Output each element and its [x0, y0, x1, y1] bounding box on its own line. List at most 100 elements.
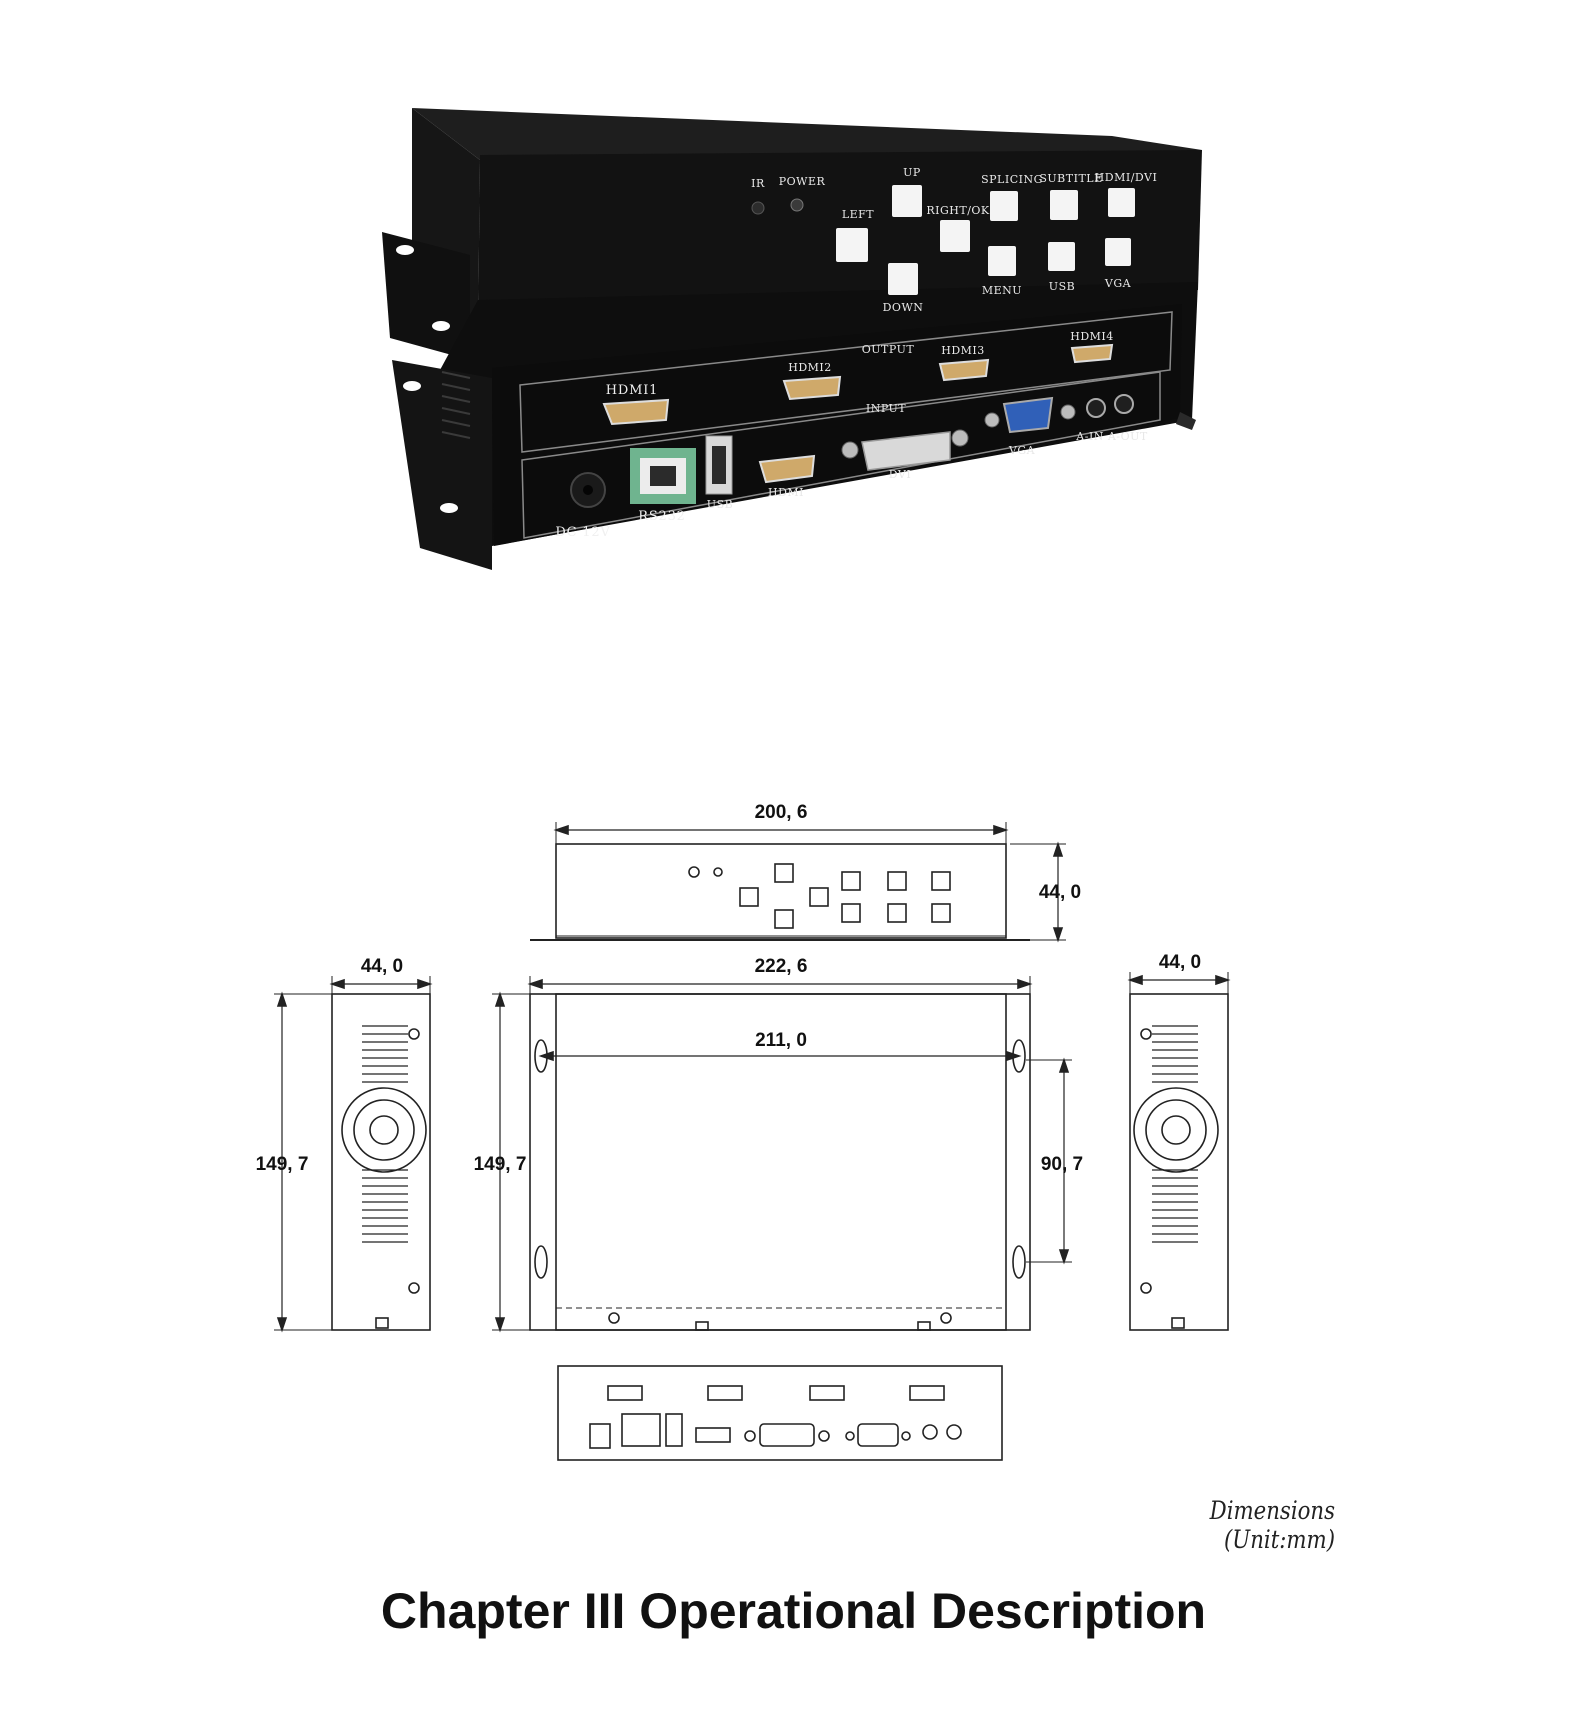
button-hdmi-dvi[interactable]: [1108, 188, 1135, 217]
button-usb[interactable]: [1048, 242, 1075, 271]
dim-front-width: 200, 6: [755, 802, 808, 823]
rear-usb-icon: [665, 1413, 683, 1447]
front-view-button: [887, 871, 907, 891]
front-view-button: [809, 887, 829, 907]
right-fan-icon: [1133, 1087, 1219, 1173]
button-vga-label: VGA: [1104, 277, 1132, 290]
hdmi-output-ports: [602, 343, 1114, 426]
output-frame: [519, 311, 1173, 453]
hdmi3-port-icon: [938, 358, 990, 382]
rear-hdmi-out-icon: [707, 1385, 743, 1401]
rear-audio-icon: [946, 1424, 962, 1440]
button-splicing-label: SPLICING: [981, 173, 1043, 186]
power-led-icon: [790, 198, 804, 212]
button-vga[interactable]: [1105, 238, 1131, 266]
button-right-ok[interactable]: [940, 220, 970, 252]
hdmi-input-label: HDMI: [768, 486, 804, 499]
flange-slot: [440, 503, 458, 513]
front-view-button: [887, 903, 907, 923]
mount-slot-icon: [534, 1245, 548, 1279]
button-up-label: UP: [903, 166, 921, 179]
lower-mount-flange: [392, 360, 492, 570]
button-subtitle-label: SUBTITLE: [1039, 172, 1102, 185]
right-side-vents: [1152, 1025, 1198, 1243]
input-frame: [521, 371, 1161, 539]
input-section-label: INPUT: [866, 402, 906, 415]
front-view-button: [774, 863, 794, 883]
power-label: POWER: [779, 175, 826, 188]
rear-dc-icon: [589, 1423, 611, 1449]
flange-slot: [403, 381, 421, 391]
front-view-button: [931, 903, 951, 923]
device-photo: IR POWER UP LEFT RIGHT/OK DOWN SPLICING …: [382, 108, 1202, 570]
front-view-outline: [555, 843, 1007, 939]
dim-front-height: 44, 0: [1039, 882, 1081, 903]
dc-jack-pin: [583, 485, 593, 495]
right-side-view: [1127, 972, 1231, 1331]
rear-vga-icon: [857, 1423, 899, 1447]
hdmi2-label: HDMI2: [788, 361, 832, 374]
dimension-drawing: [274, 822, 1231, 1461]
dvi-port-icon: [861, 431, 951, 471]
dim-right-side-width: 44, 0: [1159, 952, 1201, 973]
rear-view: [557, 1365, 1003, 1461]
chapter-heading: Chapter III Operational Description: [380, 1583, 1207, 1639]
dim-left-side-width: 44, 0: [361, 956, 403, 977]
hdmi3-label: HDMI3: [941, 344, 985, 357]
rs232-label: RS232: [638, 509, 686, 524]
front-view-button: [841, 871, 861, 891]
rear-hdmi-out-icon: [607, 1385, 643, 1401]
rear-hdmi-out-icon: [909, 1385, 945, 1401]
button-menu-label: MENU: [982, 284, 1022, 297]
top-view-body-outline: [555, 993, 1007, 1331]
dvi-screw-left: [841, 441, 859, 459]
flange-slot: [432, 321, 450, 331]
top-view: [492, 976, 1072, 1333]
button-down[interactable]: [888, 263, 918, 295]
ir-sensor-icon: [751, 201, 765, 215]
button-left-label: LEFT: [842, 208, 874, 221]
dc-12v-label: DC 12V: [555, 525, 610, 540]
hdmi2-port-icon: [782, 375, 842, 401]
vga-port-icon: [1002, 396, 1054, 434]
mount-slot-icon: [1012, 1245, 1026, 1279]
rear-rs232-icon: [621, 1413, 661, 1447]
rear-hdmi-in-icon: [695, 1427, 731, 1443]
button-left[interactable]: [836, 228, 868, 262]
audio-out-jack-icon: [1114, 394, 1134, 414]
hdmi-input-port-icon: [758, 454, 816, 484]
hdmi1-port-icon: [602, 398, 670, 426]
front-view-led-hole: [713, 867, 723, 877]
usb-port-inner: [712, 446, 726, 484]
left-side-vents: [362, 1025, 408, 1243]
usb-input-label: USB: [707, 498, 733, 511]
button-right-ok-label: RIGHT/OK: [926, 204, 990, 217]
rear-view-outline: [557, 1365, 1003, 1461]
audio-in-jack-icon: [1086, 398, 1106, 418]
button-up[interactable]: [892, 185, 922, 217]
rear-audio-icon: [922, 1424, 938, 1440]
button-hdmi-dvi-label: HDMI/DVI: [1095, 171, 1158, 184]
left-side-view: [274, 976, 433, 1333]
hdmi4-port-icon: [1070, 343, 1114, 364]
button-subtitle[interactable]: [1050, 190, 1078, 220]
button-menu[interactable]: [988, 246, 1016, 276]
dvi-screw-right: [951, 429, 969, 447]
dim-left-side-depth: 149, 7: [256, 1154, 309, 1175]
flange-slot: [396, 245, 414, 255]
vga-input-label: VGA: [1008, 444, 1036, 457]
dim-top-mount-spacing: 211, 0: [755, 1030, 807, 1051]
right-side-outline: [1129, 993, 1229, 1331]
audio-label: A-IN A-OUT: [1075, 430, 1148, 443]
button-usb-label: USB: [1049, 280, 1075, 293]
output-section-label: OUTPUT: [862, 343, 915, 356]
hdmi4-label: HDMI4: [1070, 330, 1114, 343]
button-splicing[interactable]: [990, 191, 1018, 221]
front-view-button: [739, 887, 759, 907]
front-view-button: [774, 909, 794, 929]
front-view-button: [931, 871, 951, 891]
dimensions-caption: Dimensions (Unit:mm): [1209, 1496, 1335, 1554]
front-view-ir-hole: [688, 866, 700, 878]
button-down-label: DOWN: [883, 301, 924, 314]
